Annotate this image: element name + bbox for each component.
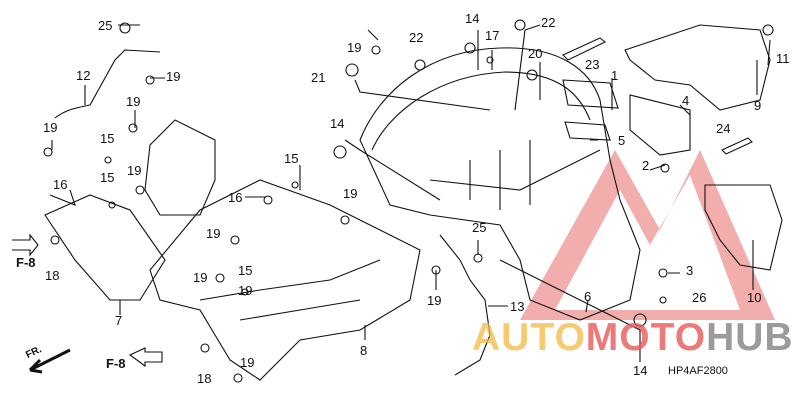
callout: 16: [53, 177, 68, 192]
diagram-code: HP4AF2800: [668, 365, 728, 377]
watermark-triangle: [520, 150, 775, 320]
callout: 1: [611, 68, 619, 83]
callout: 8: [360, 343, 368, 358]
callout: 24: [716, 121, 731, 136]
callout: 22: [409, 30, 424, 45]
callout: 15: [238, 263, 253, 278]
callout: 14: [330, 116, 345, 131]
watermark-text: AUTOMOTOHUB: [472, 318, 794, 358]
callout: 21: [311, 70, 326, 85]
callout: 6: [584, 289, 592, 304]
callout: 19: [126, 94, 141, 109]
callout: 25: [472, 220, 487, 235]
callout: 19: [240, 355, 255, 370]
callout: 15: [100, 170, 115, 185]
callout: 19: [166, 69, 181, 84]
callout-f8: F-8: [16, 255, 36, 270]
watermark-auto: AUTO: [472, 316, 586, 359]
callout: 18: [45, 268, 60, 283]
callout: 7: [115, 313, 123, 328]
callout: 20: [528, 46, 543, 61]
callout: 19: [193, 270, 208, 285]
callout: 18: [197, 371, 212, 386]
callout: 19: [206, 226, 221, 241]
callout: 19: [347, 40, 362, 55]
callout-f8: F-8: [106, 356, 126, 371]
callout: 5: [618, 133, 626, 148]
callout: 19: [127, 163, 142, 178]
callout: 22: [541, 15, 556, 30]
callout: 10: [747, 290, 762, 305]
callout: 13: [510, 299, 525, 314]
callout: 17: [485, 28, 500, 43]
callout: 14: [465, 11, 480, 26]
callout: 19: [238, 283, 253, 298]
callout: 14: [633, 363, 648, 378]
callout: 15: [284, 151, 299, 166]
callout: 11: [776, 51, 790, 66]
callout: 15: [100, 131, 115, 146]
callout: 3: [686, 263, 694, 278]
callout: 19: [343, 186, 358, 201]
watermark-hub: HUB: [706, 316, 794, 359]
callout: 4: [682, 93, 690, 108]
callout: 9: [754, 98, 762, 113]
callout: 19: [43, 120, 58, 135]
callout: 23: [585, 57, 600, 72]
callout: 25: [98, 18, 113, 33]
callout: 19: [427, 293, 442, 308]
callout: 2: [642, 158, 650, 173]
watermark-moto: MOTO: [585, 316, 707, 359]
callout: 12: [76, 68, 91, 83]
callout: 26: [692, 290, 707, 305]
callout: 16: [228, 190, 243, 205]
